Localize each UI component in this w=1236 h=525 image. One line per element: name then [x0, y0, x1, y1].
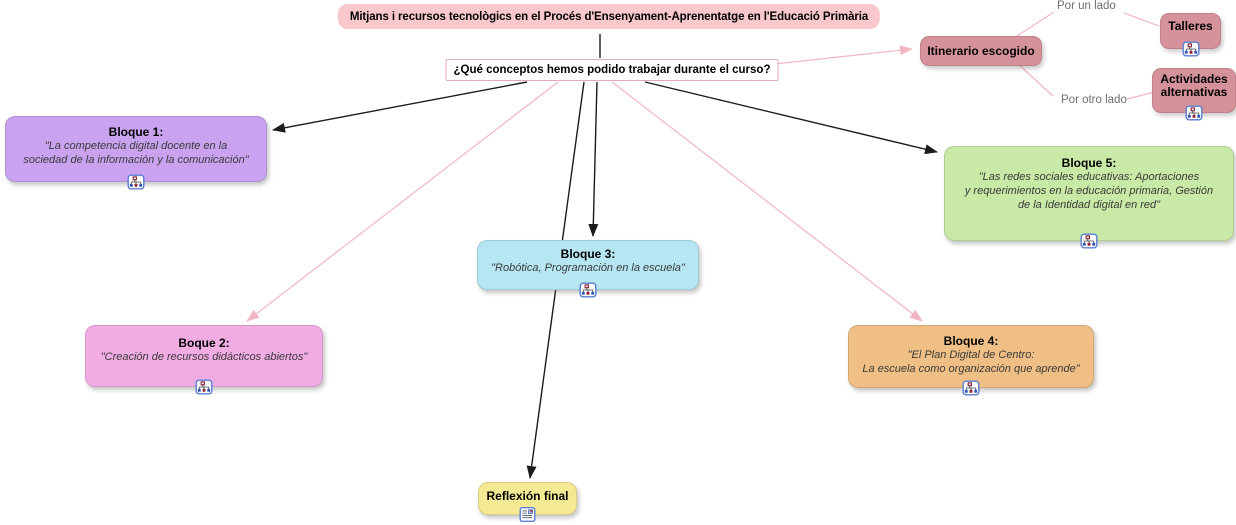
- bloque1-quote: "La competencia digital docente en la so…: [23, 140, 249, 166]
- edge-porotrolado-actividades: [1126, 91, 1156, 100]
- edge-itinerario-porotrolado: [1016, 62, 1054, 97]
- boque2-node[interactable]: Boque 2: "Creación de recursos didáctico…: [85, 325, 323, 395]
- edge-porunlado-talleres: [1123, 12, 1160, 27]
- reflexion-node[interactable]: Reflexión final: [478, 482, 577, 522]
- root-topic-node[interactable]: Mitjans i recursos tecnològics en el Pro…: [337, 4, 881, 29]
- bloque1-title: Bloque 1:: [108, 125, 164, 139]
- map-link-icon[interactable]: [195, 379, 213, 395]
- map-link-icon[interactable]: [579, 282, 597, 298]
- bloque5-quote: "Las redes sociales educativas: Aportaci…: [964, 171, 1214, 211]
- talleres-label: Talleres: [1168, 19, 1213, 33]
- edge-question-bloque5: [644, 81, 938, 155]
- map-link-icon[interactable]: [1182, 41, 1199, 57]
- bloque3-title: Bloque 3:: [560, 247, 616, 261]
- map-link-icon[interactable]: [1080, 233, 1098, 249]
- actividades-label: Actividades alternativas: [1160, 72, 1228, 99]
- boque2-quote: "Creación de recursos didácticos abierto…: [100, 351, 308, 363]
- boque2-title: Boque 2:: [178, 336, 230, 350]
- actividades-node[interactable]: Actividades alternativas: [1152, 68, 1236, 121]
- talleres-node[interactable]: Talleres: [1160, 13, 1221, 57]
- bloque5-node[interactable]: Bloque 5: "Las redes sociales educativas…: [944, 146, 1234, 249]
- edge-itinerario-porunlado: [1016, 11, 1055, 37]
- reflexion-label: Reflexión final: [486, 489, 569, 503]
- map-link-icon[interactable]: [1185, 105, 1203, 121]
- bloque4-title: Bloque 4:: [943, 334, 999, 348]
- note-icon[interactable]: [519, 507, 536, 523]
- edge-question-bloque3: [588, 81, 599, 237]
- question-node[interactable]: ¿Qué conceptos hemos podido trabajar dur…: [445, 59, 779, 81]
- edge-question-bloque1: [272, 81, 528, 133]
- itinerario-label: Itinerario escogido: [927, 44, 1035, 58]
- branch-label-por-otro-lado: Por otro lado: [1061, 94, 1127, 106]
- bloque5-title: Bloque 5:: [1061, 156, 1117, 170]
- bloque4-quote: "El Plan Digital de Centro: La escuela c…: [862, 349, 1080, 375]
- itinerario-node[interactable]: Itinerario escogido: [920, 36, 1042, 66]
- bloque3-quote: "Robótica, Programación en la escuela": [491, 262, 685, 274]
- bloque1-node[interactable]: Bloque 1: "La competencia digital docent…: [5, 116, 267, 190]
- map-link-icon[interactable]: [962, 380, 980, 396]
- bloque4-node[interactable]: Bloque 4: "El Plan Digital de Centro: La…: [848, 325, 1094, 396]
- map-link-icon[interactable]: [127, 174, 145, 190]
- branch-label-por-un-lado: Por un lado: [1057, 0, 1116, 12]
- bloque3-node[interactable]: Bloque 3: "Robótica, Programación en la …: [477, 240, 699, 298]
